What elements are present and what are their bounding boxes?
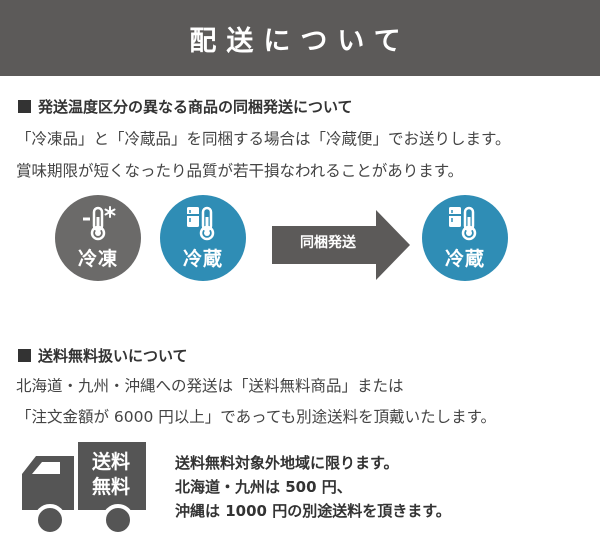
page-header: 配送について xyxy=(0,0,600,76)
note-line: 北海道・九州は 500 円、 xyxy=(175,478,352,496)
section-title-temperature: 発送温度区分の異なる商品の同梱発送について xyxy=(18,96,353,117)
frozen-label: 冷凍 xyxy=(77,248,118,270)
body-text-line: 「注文金額が 6000 円以上」であっても別途送料を頂戴いたします。 xyxy=(16,408,497,426)
square-bullet-icon xyxy=(18,100,31,113)
arrow-label: 同梱発送 xyxy=(300,235,356,251)
arrow-right-icon xyxy=(272,210,410,280)
section-title-free-shipping: 送料無料扱いについて xyxy=(18,345,188,366)
section-title-text: 送料無料扱いについて xyxy=(38,347,188,365)
frozen-thermometer-icon xyxy=(83,206,116,241)
note-line: 沖縄は 1000 円の別途送料を頂きます。 xyxy=(175,502,451,520)
chilled-label: 冷蔵 xyxy=(182,248,223,270)
result-chilled-badge: 冷蔵 xyxy=(422,195,508,281)
header-title: 配送について xyxy=(189,25,411,57)
truck-icon xyxy=(22,442,146,536)
fridge-thermometer-icon xyxy=(449,206,477,241)
body-text-line: 「冷凍品」と「冷蔵品」を同梱する場合は「冷蔵便」でお送りします。 xyxy=(16,130,511,148)
result-label: 冷蔵 xyxy=(444,248,485,270)
body-text-line: 賞味期限が短くなったり品質が若干損なわれることがあります。 xyxy=(16,162,464,180)
square-bullet-icon xyxy=(18,349,31,362)
fridge-thermometer-icon xyxy=(187,206,215,241)
truck-label-line: 無料 xyxy=(91,476,130,498)
truck-label-line: 送料 xyxy=(91,451,130,473)
frozen-badge: 冷凍 xyxy=(55,195,141,281)
body-text-line: 北海道・九州・沖縄への発送は「送料無料商品」または xyxy=(16,377,404,395)
section-title-text: 発送温度区分の異なる商品の同梱発送について xyxy=(38,98,353,116)
chilled-badge: 冷蔵 xyxy=(160,195,246,281)
note-line: 送料無料対象外地域に限ります。 xyxy=(175,454,399,472)
